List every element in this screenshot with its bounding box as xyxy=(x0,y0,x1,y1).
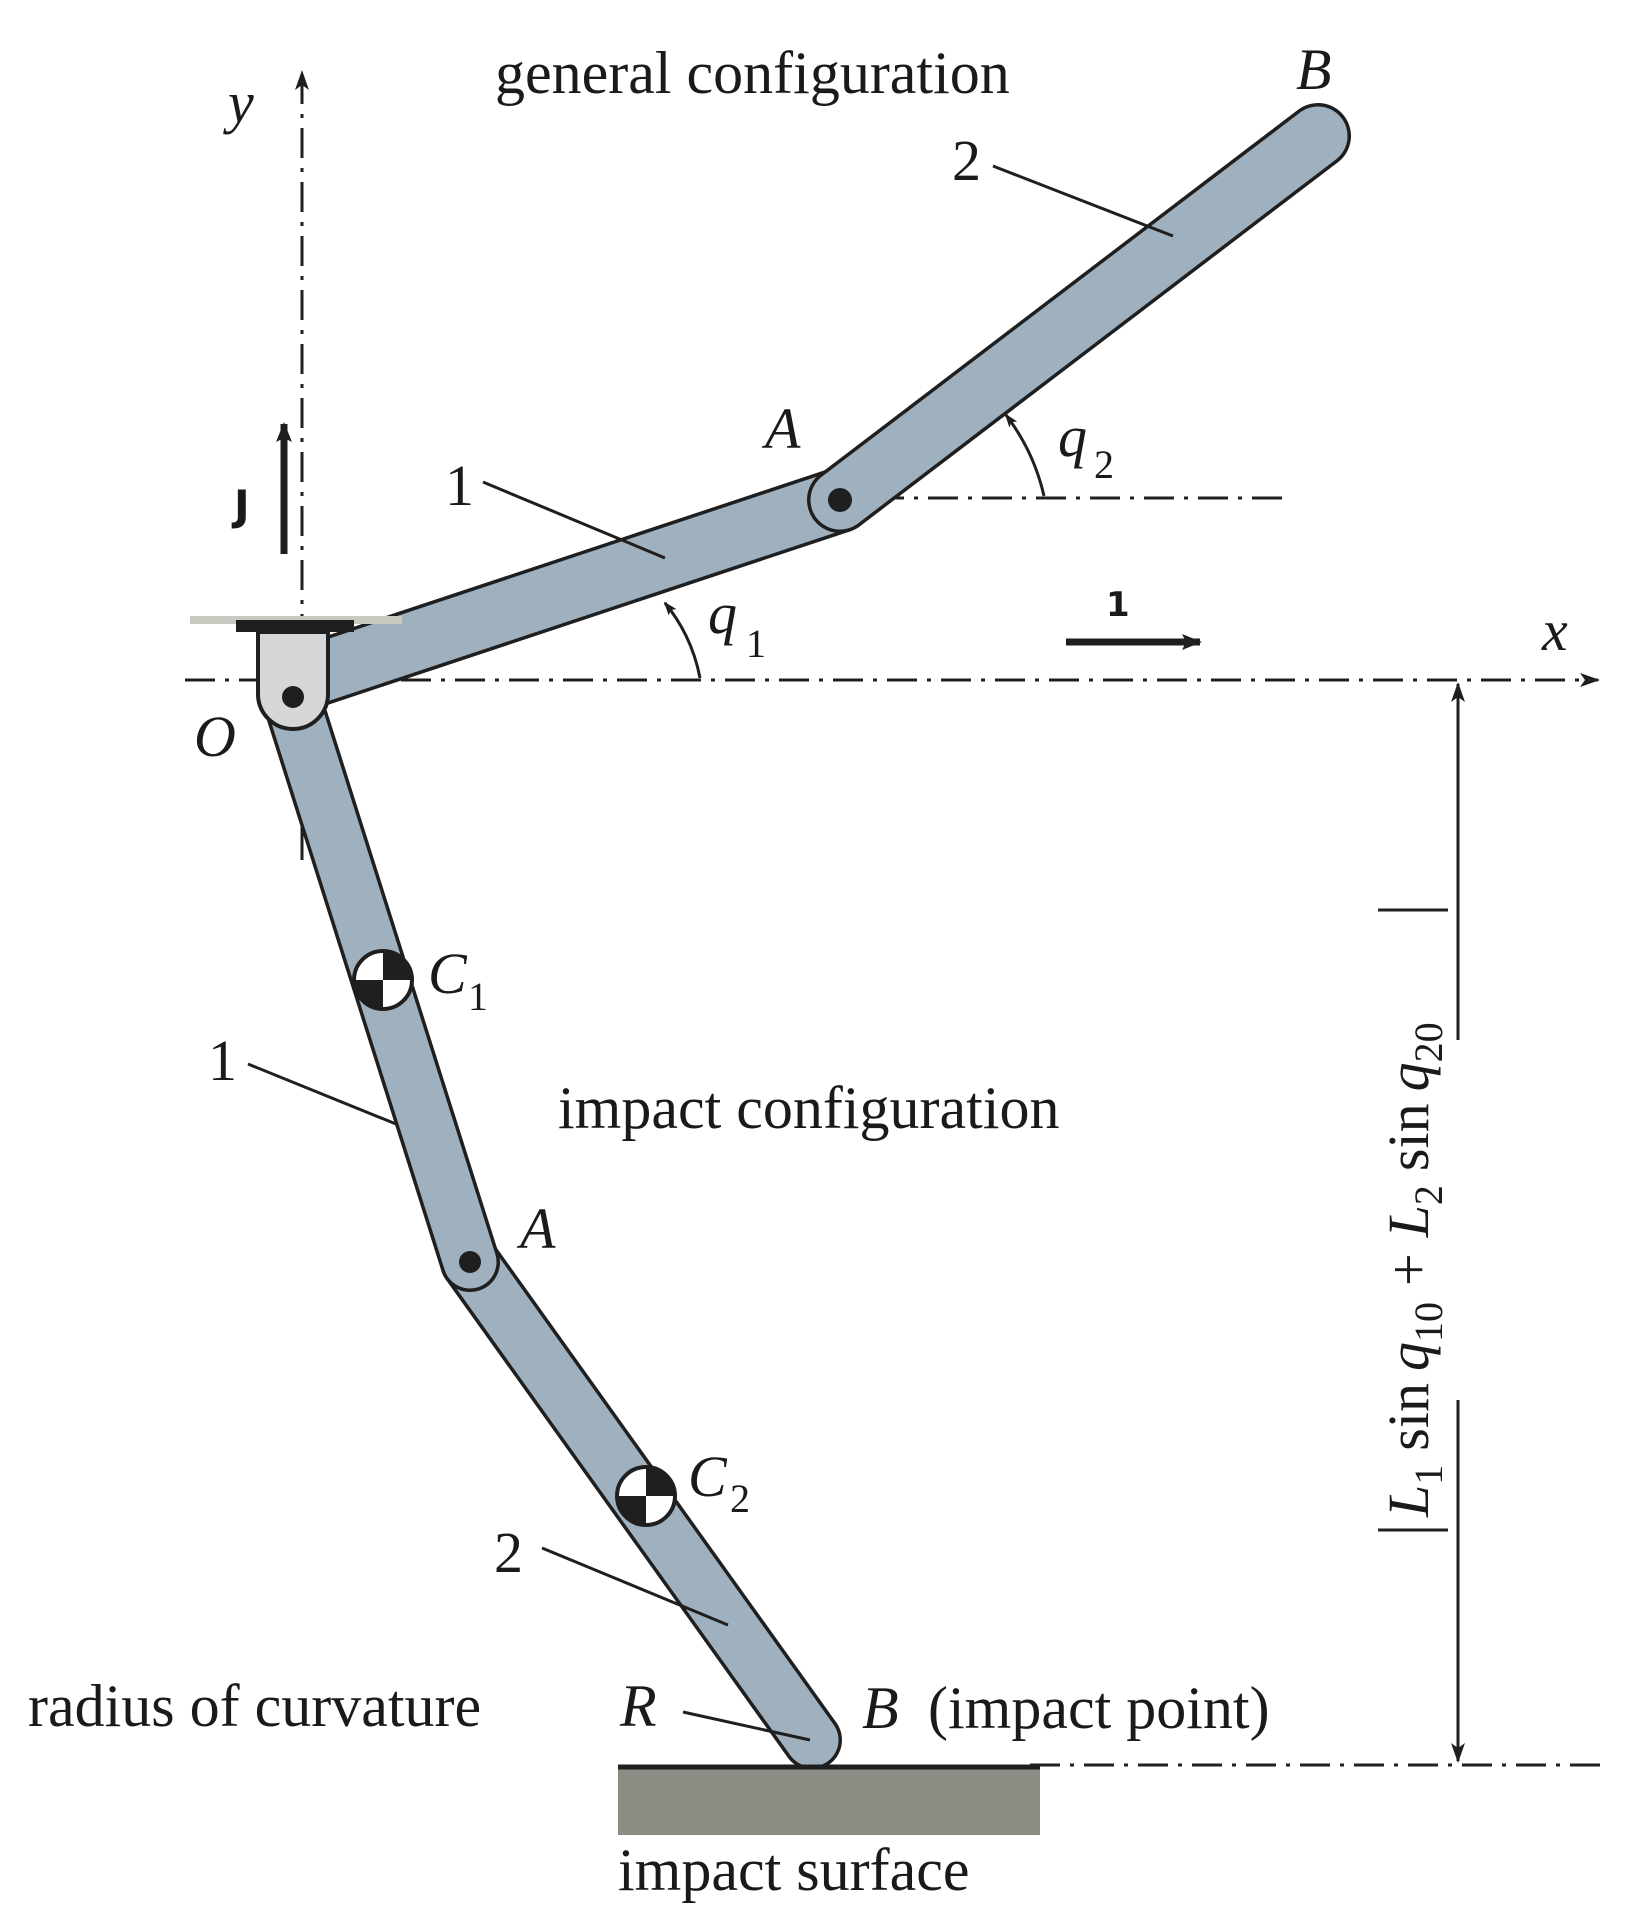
origin-label: O xyxy=(194,704,236,769)
svg-text:B: B xyxy=(862,1675,899,1741)
fixed-pivot xyxy=(190,616,402,731)
top-end-b-label: B xyxy=(1296,37,1331,102)
x-axis-label: x xyxy=(1541,598,1568,663)
leader-radius xyxy=(682,1710,811,1742)
svg-text:R: R xyxy=(619,1673,657,1739)
top-joint-a-pin xyxy=(828,488,852,512)
svg-text:L1sinq10+L2sinq20: L1sinq10+L2sinq20 xyxy=(1376,1022,1451,1518)
general-configuration-title: general configuration xyxy=(495,40,1010,106)
com-c2-label: C 2 xyxy=(688,1444,750,1521)
com-c2-icon xyxy=(615,1465,677,1527)
angle-q2-label: q 2 xyxy=(1058,404,1114,487)
svg-text:2: 2 xyxy=(730,1476,750,1521)
svg-text:radius of curvature: radius of curvature xyxy=(28,1673,481,1739)
bottom-joint-a-pin xyxy=(459,1251,481,1273)
svg-text:(impact point): (impact point) xyxy=(928,1675,1270,1741)
dimension-formula: L1sinq10+L2sinq20 xyxy=(1376,908,1451,1532)
leader-bottom-link-1 xyxy=(247,1062,397,1126)
com-c1-label: C 1 xyxy=(428,941,488,1019)
bottom-link-2-label: 2 xyxy=(494,1520,523,1585)
impact-configuration-title: impact configuration xyxy=(558,1075,1060,1141)
angle-q1-label: q 1 xyxy=(708,581,766,666)
com-c1-icon xyxy=(352,949,414,1011)
top-link-1-label: 1 xyxy=(445,453,474,518)
bottom-joint-a-label: A xyxy=(516,1196,556,1261)
svg-text:1: 1 xyxy=(746,621,766,666)
top-joint-a-label: A xyxy=(761,396,801,461)
svg-text:1: 1 xyxy=(468,974,488,1019)
unit-vector-j-label: J xyxy=(231,481,250,530)
leader-bottom-link-2 xyxy=(541,1546,729,1627)
bottom-link-1-label: 1 xyxy=(208,1028,237,1093)
top-link-1 xyxy=(262,470,870,712)
angle-q2-arc xyxy=(1004,413,1046,497)
radius-label: radius of curvature R xyxy=(28,1673,657,1739)
leader-top-link-2 xyxy=(992,164,1174,238)
unit-vector-i-label: 1 xyxy=(1106,585,1130,625)
svg-text:C: C xyxy=(428,941,468,1006)
leader-top-link-1 xyxy=(482,480,666,560)
impact-point-label: B (impact point) xyxy=(862,1675,1270,1741)
y-axis-label: y xyxy=(223,70,254,135)
angle-q1-arc xyxy=(663,601,702,679)
svg-text:C: C xyxy=(688,1444,728,1509)
svg-text:q: q xyxy=(1058,404,1087,469)
svg-text:2: 2 xyxy=(1094,442,1114,487)
svg-text:q: q xyxy=(708,581,737,646)
impact-surface-label: impact surface xyxy=(618,1837,969,1903)
top-link-2-label: 2 xyxy=(952,128,981,193)
top-link-2 xyxy=(810,106,1348,530)
impact-surface xyxy=(618,1768,1040,1835)
